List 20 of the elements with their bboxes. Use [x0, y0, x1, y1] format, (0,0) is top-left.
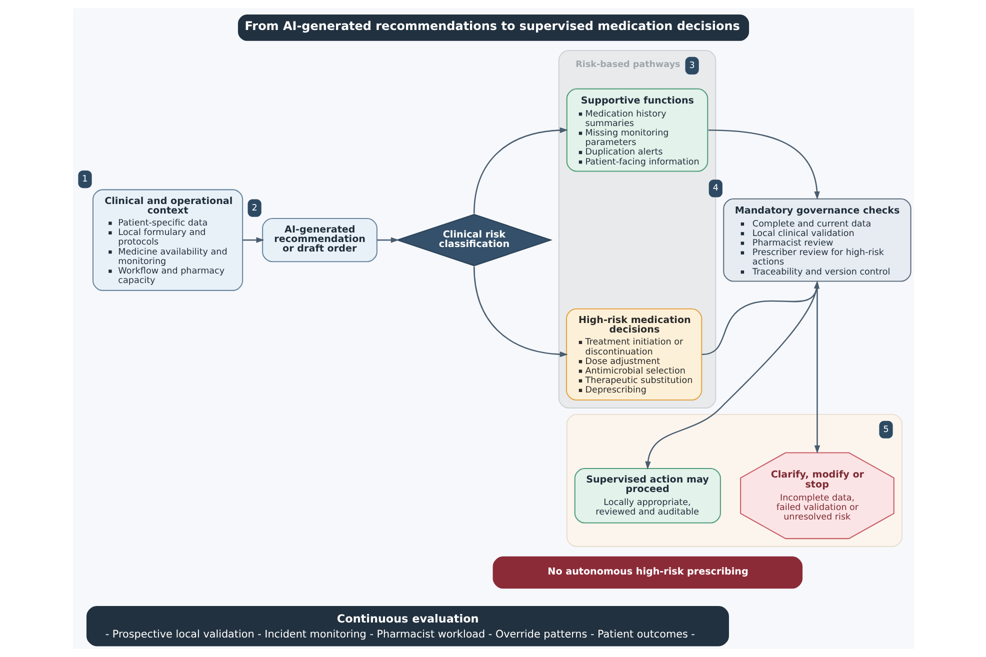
node-label: 5 [882, 424, 888, 435]
arrow [472, 127, 568, 214]
arrow [242, 237, 264, 243]
arrow [376, 237, 399, 243]
node-box: Supervised action may proceed Locally appropriate, reviewed and auditable [574, 468, 720, 524]
arrow [708, 129, 820, 200]
cluster [566, 414, 902, 547]
node-label: 1 [82, 174, 88, 185]
node-label: 2 [251, 203, 257, 214]
node-box: Supportive functions Medication history summaries Missing monitoring parameters Duplication alerts Patient-facing information [566, 88, 708, 172]
arrow [814, 282, 820, 454]
node-label: 4 [712, 184, 718, 194]
node-label: 3 [688, 60, 694, 71]
arrow [472, 266, 568, 358]
node-box: High-risk medication decisions Treatment initiation or discontinuation Dose adjustment Antimicrobial selection Therapeutic substitution Deprescribing [565, 308, 702, 401]
arrow [644, 282, 818, 470]
diagram-title: From AI-generated recommendations to supervised medication decisions [244, 19, 740, 34]
node-box: No autonomous high-risk prescribing [492, 556, 802, 589]
node-diamond: Clinical risk classification [395, 214, 552, 266]
node-box: Continuous evaluation - Prospective local validation - Incident monitoring - Pharmacist workload - Override patterns - Patient outcomes - [86, 606, 728, 646]
